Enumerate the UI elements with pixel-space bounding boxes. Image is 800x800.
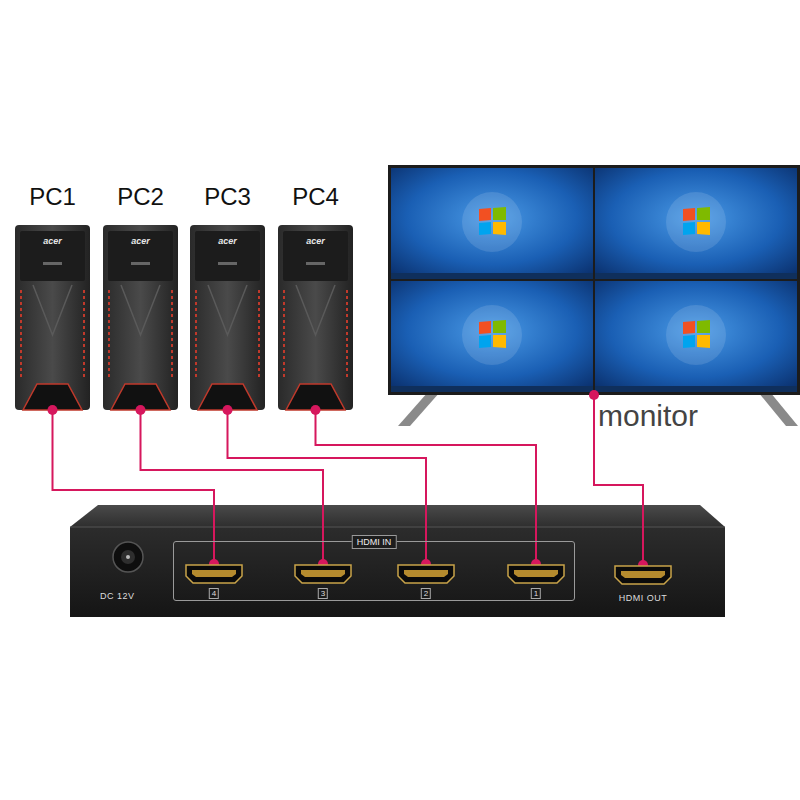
taskbar [595,386,797,392]
port-number: 2 [421,588,431,599]
port-label: HDMI OUT [619,593,668,604]
screen-quadrant [595,281,797,392]
connector-dot [223,405,233,415]
screen-quadrant [391,281,593,392]
taskbar [391,386,593,392]
switcher-housing: DC 12VHDMI IN4321HDMI OUT [70,527,725,617]
housing-front [70,527,725,617]
pc-node: PC3 [190,225,265,410]
hdmi-port-pins [514,570,558,577]
connector-dot [48,405,58,415]
windows-logo [666,305,726,365]
connector-dot [311,405,321,415]
pc-tower [15,225,90,410]
hdmi-port-shape [294,564,352,584]
pc-node: PC2 [103,225,178,410]
connector-dot [136,405,146,415]
monitor-frame [388,165,800,395]
brand-logo: acer [131,236,150,246]
hdmi-port: 1 [507,564,565,584]
pc-tower [278,225,353,410]
windows-logo [462,305,522,365]
hdmi-port-pins [404,570,448,577]
brand-logo: acer [43,236,62,246]
group-label: HDMI IN [352,535,397,549]
pc-tower [190,225,265,410]
port-number: 3 [318,588,328,599]
connector-dot [589,390,599,400]
pc-label: PC1 [29,183,76,211]
hdmi-port-outline [615,566,671,584]
hdmi-port-shape [397,564,455,584]
hdmi-port-shape [507,564,565,584]
dc-jack [113,542,143,572]
windows-logo [666,192,726,252]
pc-label: PC2 [117,183,164,211]
hdmi-port-outline [186,565,242,583]
hdmi-port-shape [185,564,243,584]
pc-label: PC3 [204,183,251,211]
screen-quadrant [595,168,797,279]
housing-top [70,505,725,527]
hdmi-port-pins [621,571,665,578]
pc-label: PC4 [292,183,339,211]
hdmi-port-pins [301,570,345,577]
hdmi-out-port: HDMI OUT [614,565,672,585]
taskbar [595,273,797,279]
hdmi-port-shape [614,565,672,585]
monitor-leg [398,392,440,426]
pc-tower [103,225,178,410]
hdmi-port: 3 [294,564,352,584]
hdmi-port-outline [398,565,454,583]
brand-logo: acer [218,236,237,246]
dc-jack-inner [121,550,135,564]
monitor-leg [758,392,798,426]
hdmi-port-outline [295,565,351,583]
screen-quadrant [391,168,593,279]
power-label: DC 12V [100,591,135,602]
pc-node: PC4 [278,225,353,410]
port-number: 1 [531,588,541,599]
taskbar [391,273,593,279]
monitor-label: monitor [598,399,698,433]
hdmi-port-outline [508,565,564,583]
port-number: 4 [209,588,219,599]
windows-logo [462,192,522,252]
pc-node: PC1 [15,225,90,410]
hdmi-port-pins [192,570,236,577]
hdmi-port: 2 [397,564,455,584]
monitor-node: monitor [388,165,800,395]
housing-edge [70,527,725,528]
hdmi-port: 4 [185,564,243,584]
brand-logo: acer [306,236,325,246]
dc-jack-pin [126,555,130,559]
input-group: HDMI IN4321 [173,541,575,601]
